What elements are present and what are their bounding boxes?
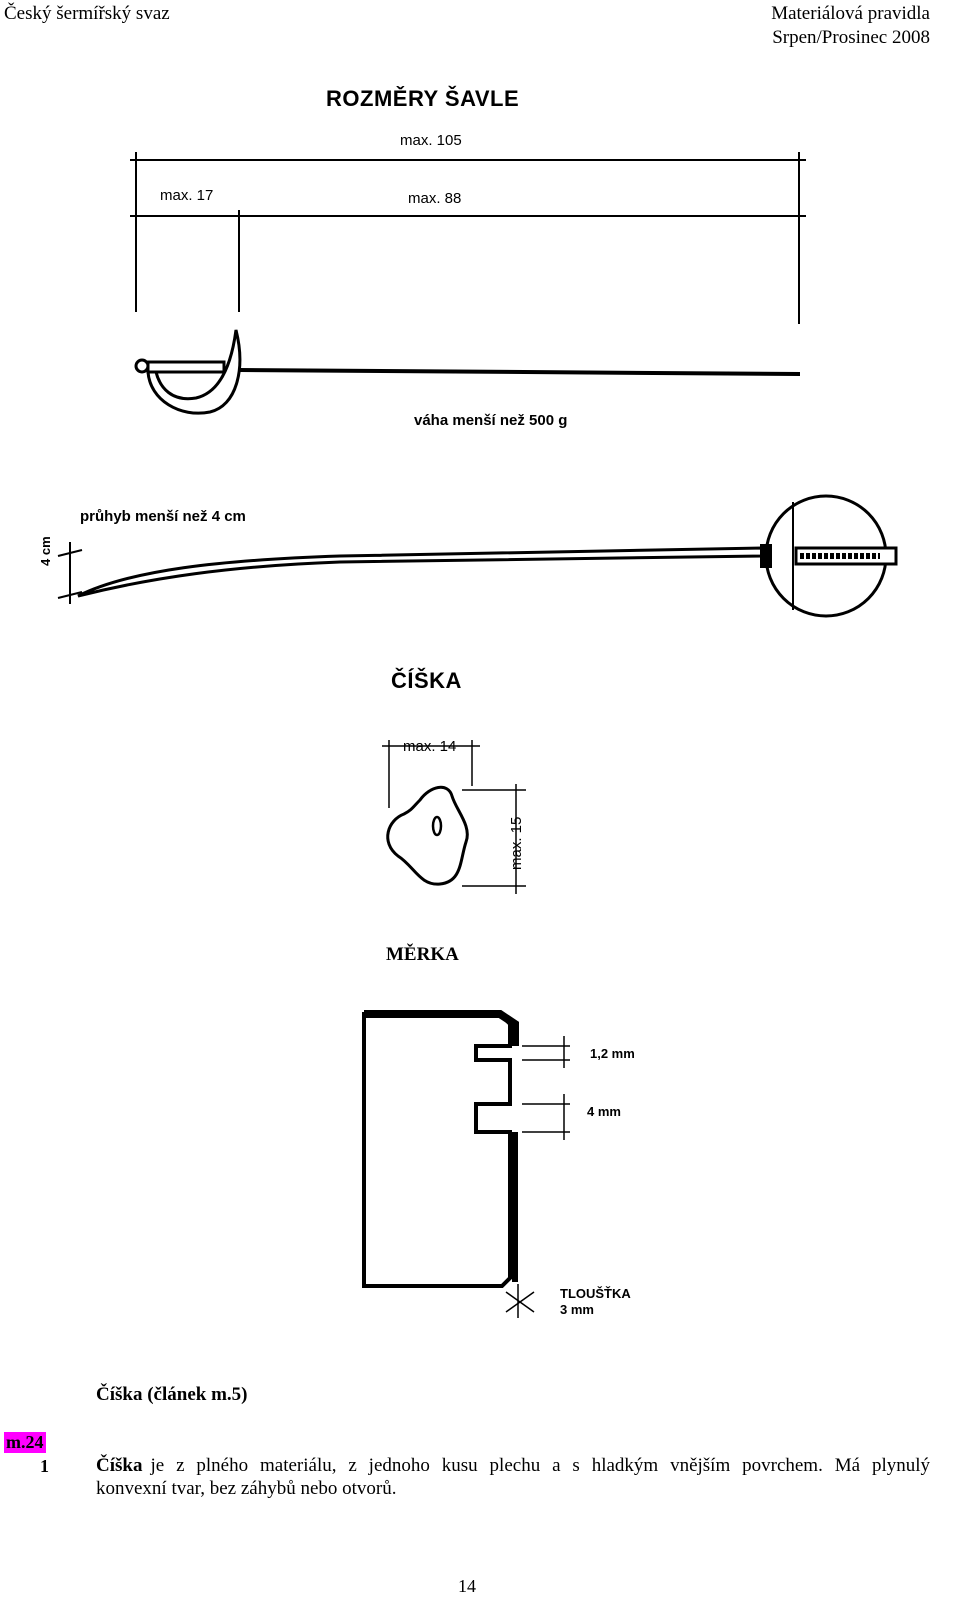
page-number: 14 [458, 1576, 476, 1596]
cup-dim-height: max. 15 [508, 816, 525, 870]
gauge-outline [362, 1012, 512, 1288]
bend-dim-label: 4 cm [38, 536, 53, 566]
article-text-line-1: je z plného materiálu, z jednoho kusu pl… [150, 1455, 930, 1476]
article-term: Číška [96, 1455, 143, 1476]
dim-blade-label: max. 88 [408, 190, 462, 207]
cup-dim-width: max. 14 [403, 738, 457, 755]
epee-guard [764, 494, 888, 618]
gauge-figure-title: MĚRKA [386, 944, 459, 965]
cup-blade-hole [431, 815, 443, 837]
header-date: Srpen/Prosinec 2008 [772, 27, 930, 48]
gauge-dim-a: 1,2 mm [590, 1046, 635, 1061]
saber-grip [146, 360, 226, 374]
dim-total-label: max. 105 [400, 132, 462, 149]
bend-label: průhyb menší než 4 cm [80, 508, 246, 525]
saber-pommel [134, 358, 150, 374]
dim-guard-label: max. 17 [160, 187, 214, 204]
saber-blade [239, 368, 801, 376]
gauge-dim-b: 4 mm [587, 1104, 621, 1119]
weight-label: váha menší než 500 g [414, 412, 568, 429]
bent-blade [77, 546, 764, 598]
article-number: 1 [40, 1456, 49, 1476]
cup-figure-title: ČÍŠKA [391, 668, 462, 693]
article-code-badge: m.24 [4, 1432, 46, 1453]
saber-figure-title: ROZMĚRY ŠAVLE [326, 86, 520, 111]
article-text-line-2: konvexní tvar, bez záhybů nebo otvorů. [96, 1478, 397, 1499]
article-line-1: Číška je z plného materiálu, z jednoho k… [96, 1454, 930, 1477]
article-body: Číška je z plného materiálu, z jednoho k… [96, 1454, 930, 1500]
epee-grip [794, 546, 898, 566]
header-doc-title: Materiálová pravidla [771, 3, 930, 24]
cup-outline [386, 785, 469, 886]
guard-cushion [760, 544, 772, 568]
article-heading: Číška (článek m.5) [96, 1384, 248, 1405]
saber-guard [146, 329, 242, 415]
gauge-thickness-label: TLOUŠŤKA [560, 1286, 631, 1301]
gauge-thickness-value: 3 mm [560, 1302, 594, 1317]
header-org: Český šermířský svaz [4, 3, 170, 24]
